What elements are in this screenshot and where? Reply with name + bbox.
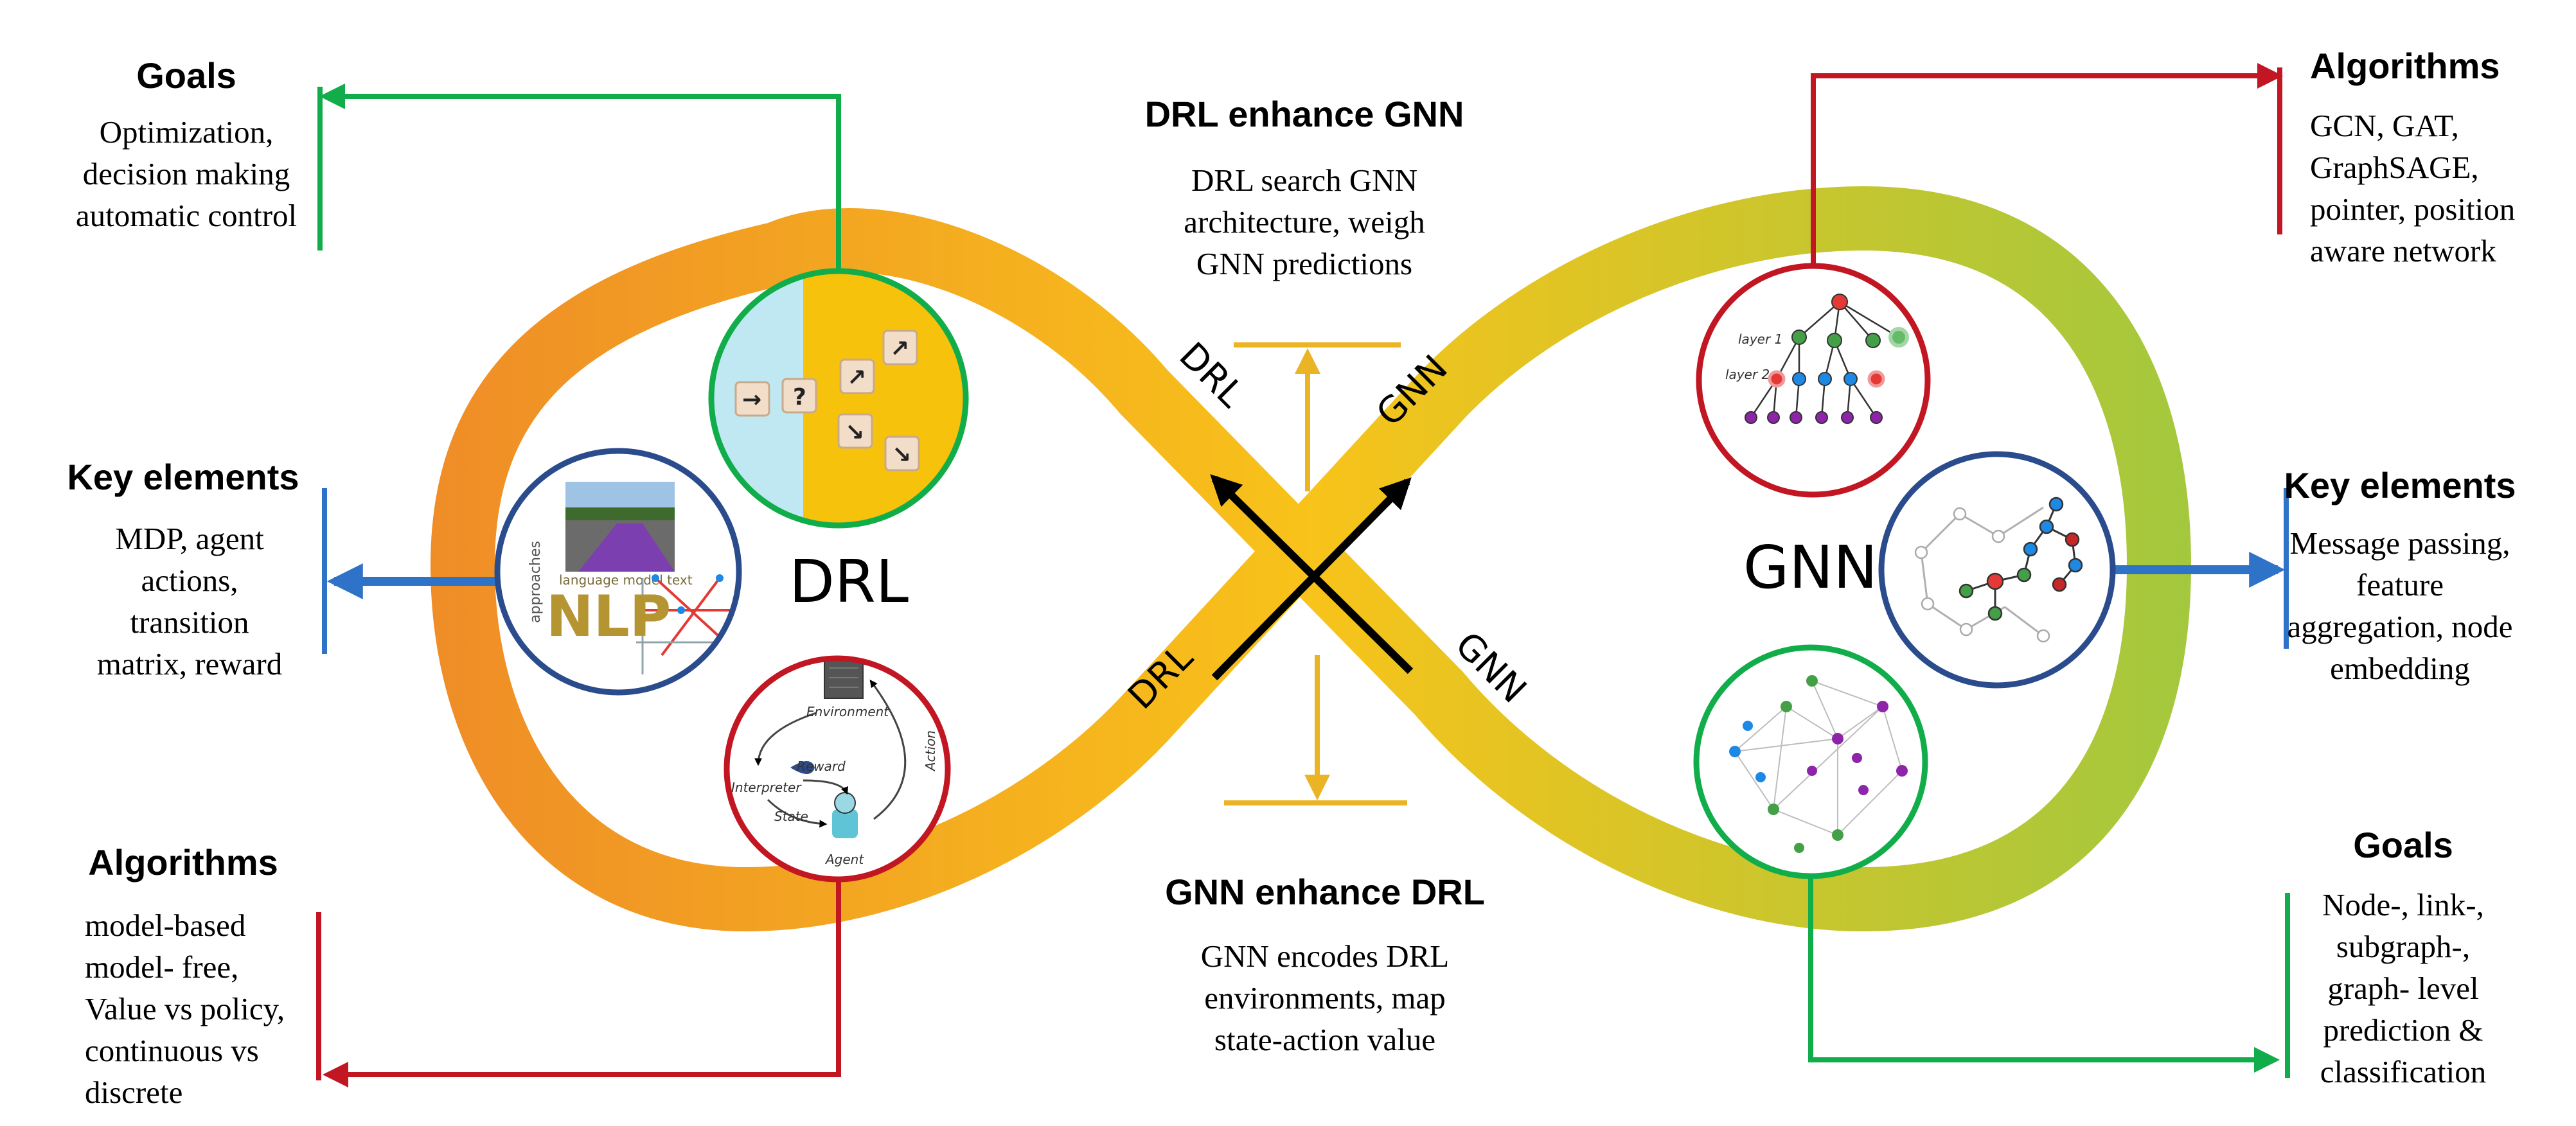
left-alg-line5: discrete — [85, 1075, 182, 1110]
left-alg-line3: Value vs policy, — [85, 991, 285, 1026]
right-key-line4: embedding — [2330, 651, 2470, 686]
svg-text:↘: ↘ — [892, 442, 911, 468]
right-alg-line1: GCN, GAT, — [2310, 108, 2459, 143]
right-alg-line4: aware network — [2310, 233, 2496, 268]
right-key-title: Key elements — [2284, 465, 2516, 506]
rl-environment-label: Environment — [806, 704, 889, 719]
rl-agent-label: Agent — [824, 852, 864, 867]
left-key-line1: MDP, agent — [115, 521, 264, 556]
left-alg-line4: continuous vs — [85, 1033, 259, 1068]
right-goals-line1: Node-, link-, — [2322, 887, 2484, 922]
center-top-desc-line2: architecture, weigh — [1184, 204, 1425, 240]
right-goals-line2: subgraph-, — [2336, 929, 2470, 964]
cross-arrow-up-right — [1211, 477, 1412, 681]
left-alg-title: Algorithms — [88, 842, 278, 883]
svg-text:language model text: language model text — [559, 572, 693, 588]
rl-action-label: Action — [923, 730, 938, 772]
right-goals-line4: prediction & — [2323, 1012, 2483, 1048]
loop-left-label: DRL — [789, 547, 909, 616]
right-key-line2: feature — [2356, 567, 2444, 603]
svg-text:approaches: approaches — [528, 541, 544, 623]
rl-loop-circle: Environment Reward Interpreter State Act… — [724, 655, 951, 883]
tree-layer2-label: layer 2 — [1725, 367, 1770, 382]
right-alg-line3: pointer, position — [2310, 191, 2515, 227]
svg-text:NLP: NLP — [546, 583, 671, 649]
svg-text:↗: ↗ — [847, 365, 866, 391]
message-passing-circle — [1878, 451, 2116, 689]
center-top-title: DRL enhance GNN — [1145, 94, 1464, 134]
rl-interpreter-label: Interpreter — [731, 780, 802, 795]
left-key-line2: actions, — [141, 563, 238, 598]
left-goals-connector — [319, 84, 841, 271]
svg-text:→: → — [742, 387, 761, 413]
rl-state-label: State — [774, 809, 808, 824]
infinity-loop — [431, 186, 2191, 931]
dice-arrows-circle: → ? ↗ ↗ ↘ ↘ — [708, 268, 969, 529]
right-goals-connector — [1808, 876, 2280, 1073]
right-key-line3: aggregation, node — [2287, 609, 2512, 644]
right-goals-line5: classification — [2320, 1054, 2487, 1089]
tree-graph-circle: layer 1 layer 2 — [1696, 263, 1931, 498]
right-alg-title: Algorithms — [2310, 46, 2500, 86]
right-alg-line2: GraphSAGE, — [2310, 150, 2479, 185]
right-alg-connector — [1811, 63, 2283, 266]
center-bottom-desc-line3: state-action value — [1214, 1022, 1435, 1057]
node-graph-circle — [1693, 644, 1928, 879]
svg-text:↘: ↘ — [845, 419, 864, 446]
right-key-line1: Message passing, — [2290, 525, 2510, 561]
loop-right-label: GNN — [1743, 533, 1878, 602]
svg-text:?: ? — [793, 384, 806, 410]
rl-reward-label: Reward — [797, 759, 846, 774]
drl-applications-circle: NLP approaches language model text — [494, 448, 742, 696]
left-goals-title: Goals — [136, 55, 236, 96]
left-key-line4: matrix, reward — [97, 646, 282, 682]
right-goals-title: Goals — [2353, 825, 2453, 865]
right-goals-line3: graph- level — [2327, 971, 2478, 1006]
left-key-title: Key elements — [67, 457, 299, 497]
center-bottom-desc-line2: environments, map — [1204, 980, 1446, 1016]
nlp-word: NLP — [546, 583, 671, 649]
left-goals-line3: automatic control — [76, 198, 297, 233]
center-bottom-desc-line1: GNN encodes DRL — [1201, 938, 1449, 974]
svg-text:↗: ↗ — [890, 336, 909, 362]
left-goals-line2: decision making — [83, 156, 290, 191]
left-key-line3: transition — [130, 604, 249, 640]
center-bottom-title: GNN enhance DRL — [1165, 872, 1485, 912]
tree-layer1-label: layer 1 — [1738, 331, 1782, 347]
left-alg-line1: model-based — [85, 908, 245, 943]
left-alg-connector — [323, 880, 841, 1087]
center-top-desc-line3: GNN predictions — [1196, 246, 1412, 281]
left-alg-line2: model- free, — [85, 949, 238, 985]
center-top-desc-line1: DRL search GNN — [1191, 163, 1417, 198]
left-goals-line1: Optimization, — [100, 114, 274, 150]
